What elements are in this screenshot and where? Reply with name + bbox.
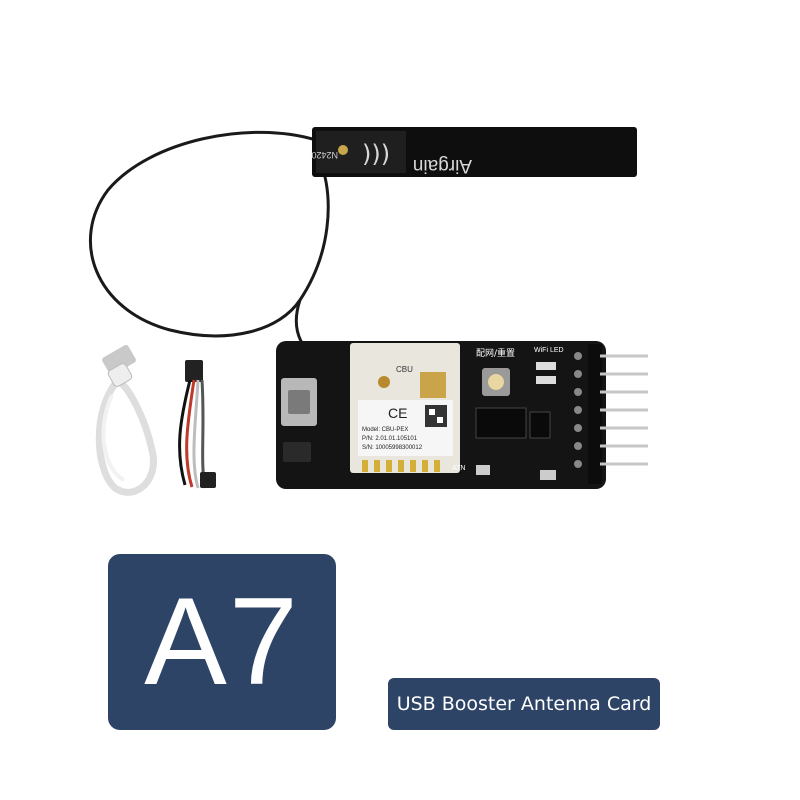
- chip-label: CBU: [396, 365, 413, 374]
- antenna-waves-icon: ))): [362, 140, 390, 168]
- antenna-pcb: N2420 Airgain ))): [311, 127, 637, 177]
- module-model-line: Model: CBU-PEX: [362, 427, 408, 433]
- usb-cable: [95, 344, 157, 496]
- qr-code-icon: [425, 405, 447, 427]
- booster-board: CBU CE Model: CBU-PEX P/N: 2.01.01.10510…: [276, 341, 648, 489]
- module-pn-line: P/N: 2.01.01.105101: [362, 436, 418, 442]
- ic-chip-small: [529, 411, 551, 439]
- module-pads: [362, 460, 440, 472]
- header-holes: [574, 352, 582, 468]
- wire-harness: [178, 360, 216, 489]
- key-label: 配网/重置: [476, 347, 515, 359]
- antenna-brand-text: Airgain: [413, 155, 472, 176]
- model-badge: A7: [108, 554, 336, 730]
- ce-mark: CE: [388, 405, 407, 421]
- usb-plug-icon: [102, 344, 136, 376]
- product-caption: USB Booster Antenna Card: [388, 678, 660, 730]
- model-badge-label: A7: [144, 573, 300, 711]
- wifi-led-label: WiFi LED: [534, 347, 564, 354]
- ic-chip: [475, 407, 527, 439]
- header-pins: [600, 354, 648, 466]
- antenna-model-text: N2420: [311, 150, 338, 160]
- product-caption-label: USB Booster Antenna Card: [396, 693, 652, 715]
- module-sn-line: S/N: 10005998300012: [362, 445, 423, 451]
- atn-label: ATN: [452, 465, 465, 472]
- antenna-cable: [89, 130, 330, 338]
